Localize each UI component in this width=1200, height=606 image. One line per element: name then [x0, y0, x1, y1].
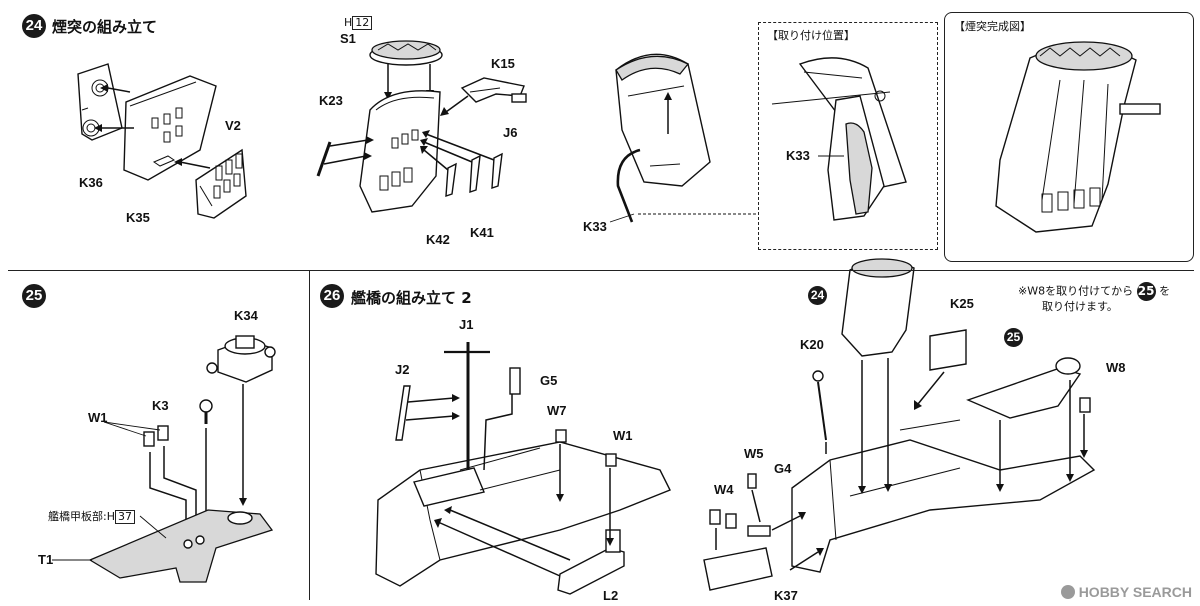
label-v2: V2 [225, 118, 241, 133]
label-k36: K36 [79, 175, 103, 190]
inset-mounting-position [758, 22, 938, 250]
part-k15-drawing [440, 77, 527, 116]
part-ladders-drawing [420, 130, 503, 197]
label-w8: W8 [1106, 360, 1126, 375]
label-j2: J2 [395, 362, 410, 377]
label-k33-main: K33 [583, 219, 607, 234]
note-line-1: ※W8を取り付けてから 25 を [1018, 282, 1170, 301]
label-g5: G5 [540, 373, 558, 388]
label-k33-inset: K33 [786, 148, 810, 163]
label-w1-step25: W1 [88, 410, 108, 425]
part-s1-drawing [369, 40, 443, 100]
part-k35-drawing [94, 75, 217, 181]
step-24-title: 煙突の組み立て [52, 18, 158, 36]
label-w1-step26: W1 [613, 428, 633, 443]
label-j1: J1 [459, 317, 474, 332]
step-25-number: 25 [22, 284, 46, 308]
finished-funnel-drawing [995, 41, 1161, 233]
ref-step-25: 25 [1004, 328, 1023, 347]
watermark: HOBBY SEARCH [1060, 584, 1192, 600]
step-26-title: 艦橋の組み立て 2 [351, 289, 472, 307]
label-k41: K41 [470, 225, 494, 240]
label-s1: S1 [340, 31, 356, 46]
label-k23: K23 [319, 93, 343, 108]
step25-drawing [52, 335, 276, 583]
part-k33-main-drawing [609, 53, 711, 223]
step-24-number: 24 [22, 14, 46, 38]
label-j6: J6 [503, 125, 518, 140]
label-w4: W4 [714, 482, 734, 497]
step26-left-drawing [375, 342, 671, 595]
label-t1: T1 [38, 552, 54, 567]
label-k15: K15 [491, 56, 515, 71]
inset-position-drawing [771, 57, 907, 221]
divider-vertical [309, 270, 310, 600]
label-w5: W5 [744, 446, 764, 461]
label-w7: W7 [547, 403, 567, 418]
funnel-body-drawing [359, 90, 441, 213]
part-k23-drawing [316, 136, 374, 177]
ref-step-24: 24 [808, 286, 827, 305]
inset-finished-funnel [944, 12, 1194, 262]
part-v2-drawing [174, 148, 247, 219]
label-k35: K35 [126, 210, 150, 225]
inset-mounting-position-title: 【取り付け位置】 [767, 29, 855, 42]
hobby-search-logo-icon [1060, 585, 1075, 599]
label-k25: K25 [950, 296, 974, 311]
divider-horizontal [8, 270, 1194, 271]
step26-right-drawing [703, 258, 1096, 591]
label-k42: K42 [426, 232, 450, 247]
label-k3: K3 [152, 398, 169, 413]
label-k20: K20 [800, 337, 824, 352]
label-k34: K34 [234, 308, 258, 323]
part-k36-drawing [77, 63, 123, 141]
step-26-number: 26 [320, 284, 344, 308]
note-ref-25: 25 [1136, 282, 1156, 301]
note-line-2: 取り付けます。 [1042, 300, 1118, 313]
label-k37: K37 [774, 588, 798, 603]
label-l2: L2 [603, 588, 619, 603]
label-g4: G4 [774, 461, 792, 476]
inset-finished-funnel-title: 【煙突完成図】 [954, 20, 1031, 33]
